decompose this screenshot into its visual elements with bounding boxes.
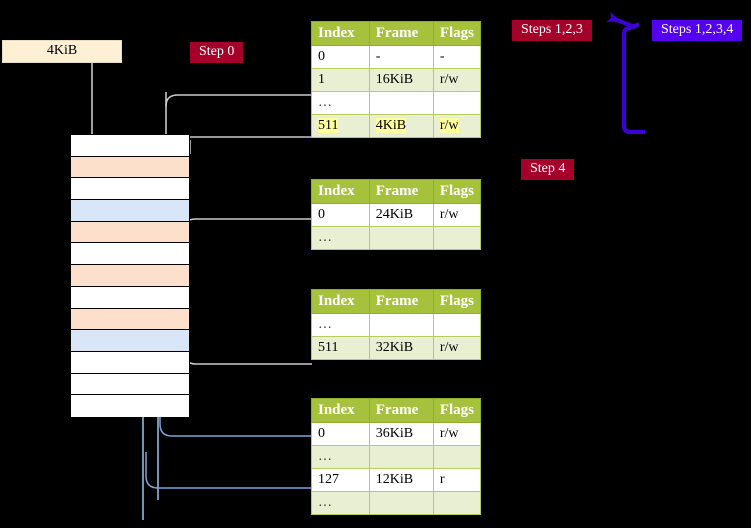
table-cell: 4KiB (368, 114, 434, 138)
memory-frame-row (71, 330, 189, 352)
table-cell (432, 445, 482, 469)
table-cell (368, 491, 434, 515)
memory-frame-row (71, 286, 189, 309)
table-cell: 511 (311, 114, 370, 138)
table-row: … (311, 445, 482, 469)
table-header-index: Index (311, 21, 370, 46)
table-cell: 127 (311, 468, 370, 492)
memory-frame-row (71, 351, 189, 374)
table-row: 0-- (311, 45, 482, 69)
memory-frame-row (71, 243, 189, 266)
table-header-frame: Frame (368, 179, 434, 204)
table-header-frame: Frame (368, 21, 434, 46)
steps-1234-badge: Steps 1,2,3,4 (652, 20, 743, 41)
table-cell: r/w (432, 422, 482, 446)
table-header-index: Index (311, 398, 370, 423)
table-header-flags: Flags (432, 289, 482, 314)
table-cell: r/w (432, 336, 482, 360)
table-cell: 0 (311, 203, 370, 227)
kib-size-label: 4KiB (46, 43, 78, 58)
table-cell: 0 (311, 422, 370, 446)
table-row: … (311, 313, 482, 337)
table-cell: … (311, 491, 370, 515)
table-header-index: Index (311, 289, 370, 314)
kib-size-box: 4KiB (2, 40, 122, 63)
physical-memory-column (70, 134, 190, 417)
table-header-index: Index (311, 179, 370, 204)
table-cell: r/w (432, 68, 482, 92)
table-cell: … (311, 445, 370, 469)
step-0-badge: Step 0 (190, 42, 244, 63)
table-header-flags: Flags (432, 21, 482, 46)
highlighted-value: 4KiB (375, 118, 407, 133)
highlighted-value: 511 (318, 118, 339, 133)
table-cell (432, 226, 482, 250)
memory-frame-row (71, 178, 189, 201)
table-row: … (311, 226, 482, 250)
table-cell (368, 313, 434, 337)
table-cell: 32KiB (368, 336, 434, 360)
table-cell: … (311, 313, 370, 337)
table-cell (432, 491, 482, 515)
table-cell: … (311, 91, 370, 115)
memory-frame-row (71, 308, 189, 331)
table-header-frame: Frame (368, 398, 434, 423)
table-cell: 12KiB (368, 468, 434, 492)
memory-frame-row (71, 395, 189, 417)
steps-123-badge: Steps 1,2,3 (512, 20, 592, 41)
table-cell: 24KiB (368, 203, 434, 227)
table-cell: r (432, 468, 482, 492)
table-cell (432, 91, 482, 115)
table-cell: 16KiB (368, 68, 434, 92)
table-cell: - (432, 45, 482, 69)
table-row: … (311, 91, 482, 115)
table-cell: 0 (311, 45, 370, 69)
memory-frame-row (71, 135, 189, 157)
memory-frame-row (71, 156, 189, 179)
table-cell: … (311, 226, 370, 250)
table-row: 511 4KiB r/w (311, 114, 482, 138)
table-cell: r/w (432, 203, 482, 227)
table-row: … (311, 491, 482, 515)
step-4-badge: Step 4 (521, 159, 575, 180)
table-header-frame: Frame (368, 289, 434, 314)
table-cell: r/w (432, 114, 482, 138)
table-cell (368, 226, 434, 250)
memory-frame-row (71, 265, 189, 287)
table-cell: 36KiB (368, 422, 434, 446)
memory-frame-row (71, 200, 189, 222)
table-cell (368, 445, 434, 469)
table-cell: 511 (311, 336, 370, 360)
memory-frame-row (71, 221, 189, 244)
table-cell: - (368, 45, 434, 69)
table-cell (368, 91, 434, 115)
table-cell (432, 313, 482, 337)
table-header-flags: Flags (432, 398, 482, 423)
highlighted-value: r/w (439, 118, 459, 133)
table-cell: 1 (311, 68, 370, 92)
table-header-flags: Flags (432, 179, 482, 204)
memory-frame-row (71, 373, 189, 396)
